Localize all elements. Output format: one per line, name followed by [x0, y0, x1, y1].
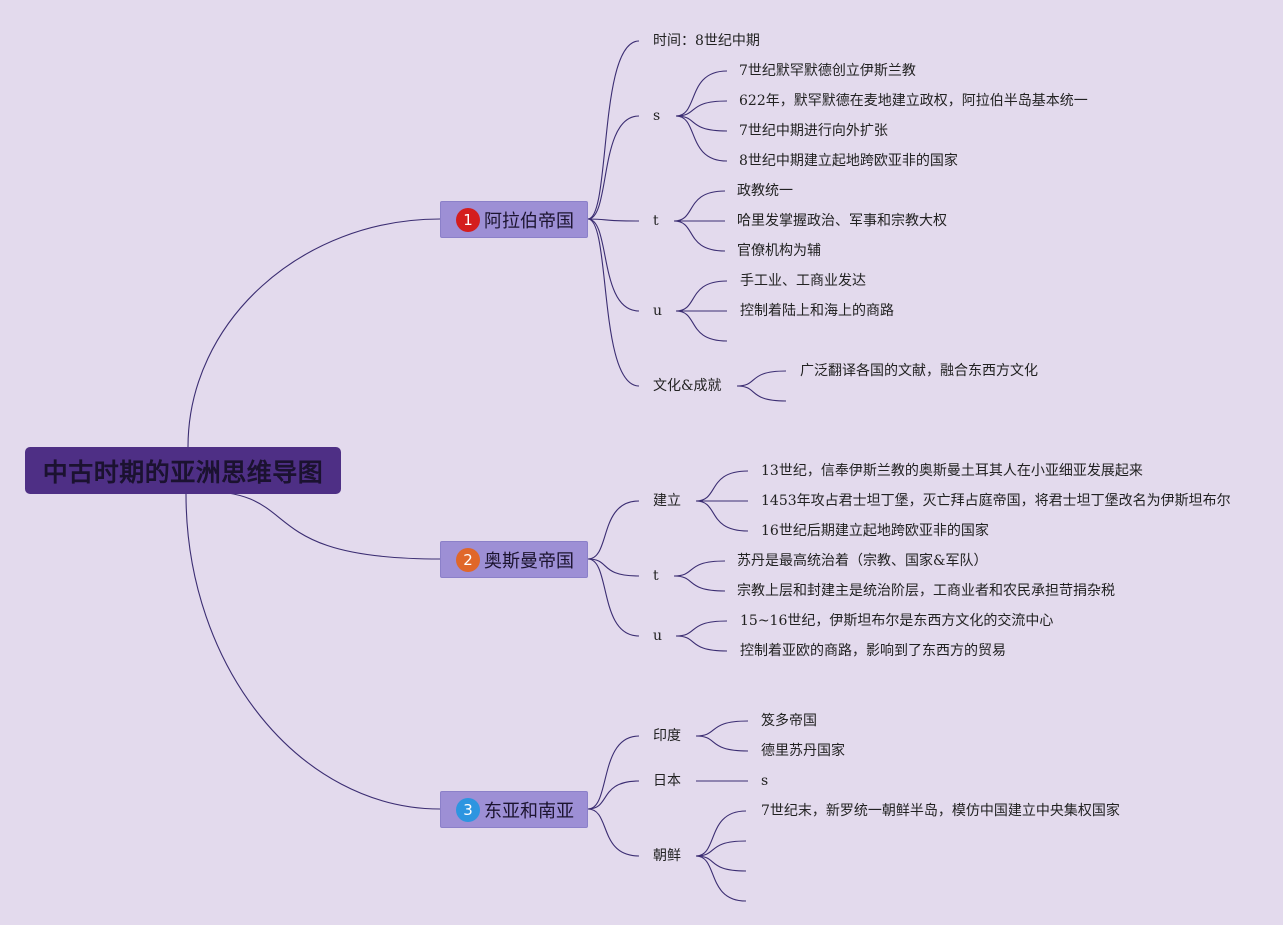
leaf-item[interactable]: 7世纪中期进行向外扩张: [739, 123, 888, 139]
leaf-item[interactable]: 1453年攻占君士坦丁堡，灭亡拜占庭帝国，将君士坦丁堡改名为伊斯坦布尔: [761, 493, 1231, 509]
leaf-item[interactable]: 广泛翻译各国的文献，融合东西方文化: [800, 363, 1038, 379]
connector-line: [695, 855, 747, 872]
leaf-item[interactable]: 控制着陆上和海上的商路: [740, 303, 894, 319]
connector-line: [187, 218, 441, 448]
leaf-item[interactable]: 宗教上层和封建主是统治阶层，工商业者和农民承担苛捐杂税: [737, 583, 1115, 599]
connector-line: [675, 100, 728, 117]
topic-time[interactable]: 时间：8世纪中期: [653, 33, 760, 49]
connector-line: [587, 780, 640, 810]
leaf-item[interactable]: 德里苏丹国家: [761, 743, 845, 759]
number-badge-3: 3: [456, 797, 480, 822]
leaf-item[interactable]: 8世纪中期建立起地跨欧亚非的国家: [739, 153, 958, 169]
connector-line: [695, 735, 749, 752]
connector-line: [199, 490, 441, 560]
connector-line: [695, 840, 747, 857]
topic-u[interactable]: u: [653, 303, 663, 319]
number-badge-2: 2: [456, 547, 480, 572]
topic-u[interactable]: u: [653, 628, 663, 644]
connector-line: [675, 280, 728, 312]
topic-t[interactable]: t: [653, 213, 659, 229]
leaf-item[interactable]: 政教统一: [737, 183, 793, 199]
connector-line: [587, 218, 640, 387]
connector-line: [695, 500, 749, 532]
leaf-item[interactable]: 622年，默罕默德在麦地建立政权，阿拉伯半岛基本统一: [739, 93, 1088, 109]
topic-s[interactable]: s: [653, 108, 661, 124]
connector-line: [675, 620, 728, 637]
leaf-item[interactable]: 7世纪末，新罗统一朝鲜半岛，模仿中国建立中央集权国家: [761, 803, 1120, 819]
leaf-item[interactable]: 15~16世纪，伊斯坦布尔是东西方文化的交流中心: [740, 613, 1054, 629]
branch-label: 阿拉伯帝国: [484, 210, 574, 232]
connector-line: [587, 808, 640, 857]
connector-line: [736, 370, 787, 387]
topic-culture[interactable]: 文化&成就: [653, 378, 722, 394]
connector-line: [587, 500, 640, 560]
connector-line: [673, 560, 726, 577]
connector-line: [673, 220, 726, 252]
connector-line: [587, 558, 640, 637]
leaf-item[interactable]: 控制着亚欧的商路，影响到了东西方的贸易: [740, 643, 1006, 659]
connector-line: [695, 810, 747, 857]
branch-ottoman-empire[interactable]: 2 奥斯曼帝国: [440, 541, 588, 578]
leaf-item[interactable]: 手工业、工商业发达: [740, 273, 866, 289]
connector-line: [695, 470, 749, 502]
topic-korea[interactable]: 朝鲜: [653, 848, 681, 864]
branch-label: 奥斯曼帝国: [484, 550, 574, 572]
leaf-item[interactable]: 官僚机构为辅: [737, 243, 821, 259]
topic-founding[interactable]: 建立: [653, 493, 681, 509]
connector-line: [587, 735, 640, 810]
connector-line: [673, 575, 726, 592]
leaf-item[interactable]: 笈多帝国: [761, 713, 817, 729]
leaf-item[interactable]: s: [761, 773, 769, 789]
connector-line: [695, 720, 749, 737]
connector-line: [587, 40, 640, 220]
connector-line: [675, 115, 728, 162]
topic-japan[interactable]: 日本: [653, 773, 681, 789]
topic-t[interactable]: t: [653, 568, 659, 584]
leaf-item[interactable]: 哈里发掌握政治、军事和宗教大权: [737, 213, 947, 229]
leaf-item[interactable]: 苏丹是最高统治着（宗教、国家&军队）: [737, 553, 988, 569]
branch-label: 东亚和南亚: [484, 800, 574, 822]
leaf-item[interactable]: 7世纪默罕默德创立伊斯兰教: [739, 63, 916, 79]
root-topic[interactable]: 中古时期的亚洲思维导图: [25, 447, 341, 494]
connector-line: [736, 385, 787, 402]
number-badge-1: 1: [456, 207, 480, 232]
connector-line: [695, 855, 747, 902]
branch-arab-empire[interactable]: 1 阿拉伯帝国: [440, 201, 588, 238]
connector-line: [185, 493, 441, 810]
leaf-item[interactable]: 13世纪，信奉伊斯兰教的奥斯曼土耳其人在小亚细亚发展起来: [761, 463, 1143, 479]
connector-line: [675, 310, 728, 342]
connector-line: [587, 218, 640, 312]
topic-india[interactable]: 印度: [653, 728, 681, 744]
leaf-item[interactable]: 16世纪后期建立起地跨欧亚非的国家: [761, 523, 989, 539]
connector-line: [587, 558, 640, 577]
connector-line: [587, 218, 640, 222]
connector-line: [675, 70, 728, 117]
connector-line: [675, 115, 728, 132]
branch-east-south-asia[interactable]: 3 东亚和南亚: [440, 791, 588, 828]
connector-line: [673, 190, 726, 222]
connector-line: [675, 635, 728, 652]
connector-line: [587, 115, 640, 220]
